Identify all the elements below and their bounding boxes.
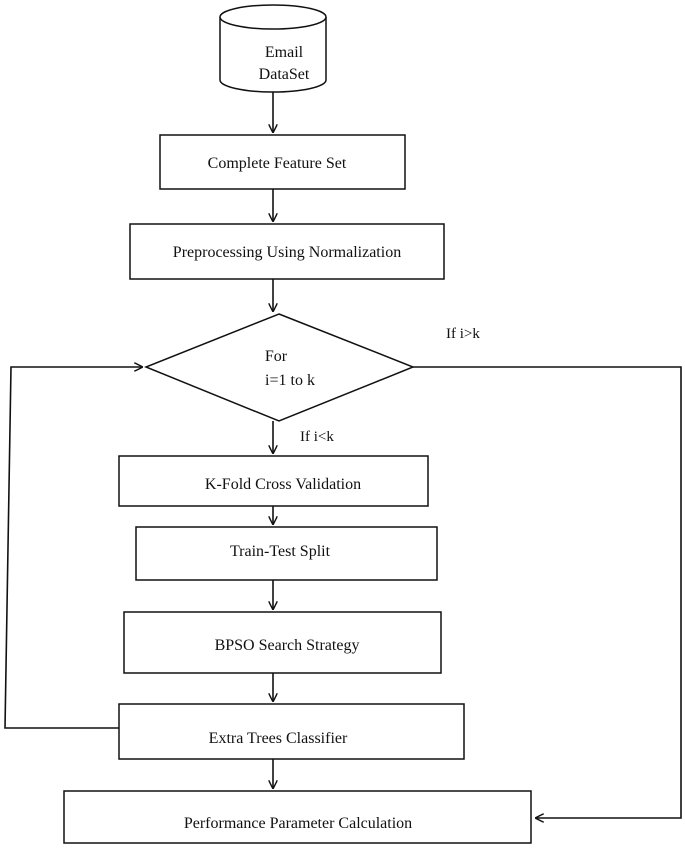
performance-label: Performance Parameter Calculation xyxy=(184,815,412,832)
complete-feature-set-label: Complete Feature Set xyxy=(208,155,347,172)
performance-node: Performance Parameter Calculation xyxy=(63,790,532,844)
bpso-label: BPSO Search Strategy xyxy=(215,637,360,654)
complete-feature-set-node: Complete Feature Set xyxy=(159,134,406,190)
arrow-feedback-to-loop xyxy=(4,367,142,729)
preprocessing-node: Preprocessing Using Normalization xyxy=(129,223,445,280)
email-dataset-line1: Email xyxy=(265,44,304,61)
for-loop-line2: i=1 to k xyxy=(265,372,315,389)
train-test-split-label: Train-Test Split xyxy=(230,543,331,560)
email-dataset-node: Email DataSet xyxy=(219,4,327,93)
arrow-loop-exit-to-performance xyxy=(413,366,682,818)
kfold-label: K-Fold Cross Validation xyxy=(205,476,361,493)
preprocessing-label: Preprocessing Using Normalization xyxy=(173,244,401,261)
for-loop-decision: For i=1 to k xyxy=(143,313,416,422)
continue-condition-label: If i<k xyxy=(300,429,334,445)
extra-trees-node: Extra Trees Classifier xyxy=(118,703,465,760)
train-test-split-node: Train-Test Split xyxy=(135,526,438,581)
kfold-node: K-Fold Cross Validation xyxy=(118,455,429,507)
extra-trees-label: Extra Trees Classifier xyxy=(209,730,348,747)
email-dataset-line2: DataSet xyxy=(259,66,310,83)
bpso-node: BPSO Search Strategy xyxy=(123,611,442,674)
exit-condition-label: If i>k xyxy=(446,326,480,342)
for-loop-line1: For xyxy=(265,348,288,365)
